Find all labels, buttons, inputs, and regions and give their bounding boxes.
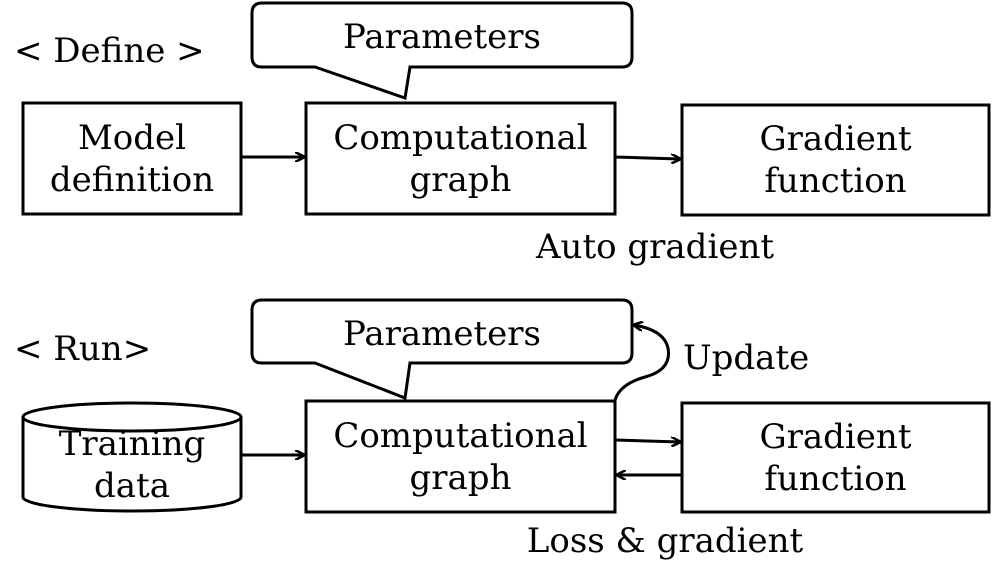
model-definition-text: Model definition <box>23 103 241 214</box>
run-parameters-label: Parameters <box>343 314 541 354</box>
run-graph-line1: Computational <box>333 415 588 456</box>
update-label: Update <box>683 338 810 378</box>
model-definition-line2: definition <box>49 159 215 200</box>
run-graph-line2: graph <box>409 457 512 498</box>
auto-gradient-label: Auto gradient <box>536 227 774 267</box>
define-computational-graph-text: Computational graph <box>306 103 615 214</box>
update-curved-arrow <box>613 325 671 401</box>
run-gradient-function-box <box>680 401 991 514</box>
training-data-cylinder <box>21 401 243 513</box>
define-gradient-line1: Gradient <box>759 119 912 159</box>
training-data-line2: data <box>94 466 170 506</box>
run-section-label: < Run> <box>14 329 152 369</box>
run-gradient-line2: function <box>764 458 907 499</box>
run-gradient-line1: Gradient <box>759 416 912 457</box>
run-computational-graph-box <box>304 399 617 514</box>
run-gradient-function-text: Gradient function <box>682 403 989 512</box>
training-data-text: Training data <box>23 420 241 510</box>
define-parameters-bubble <box>250 1 634 100</box>
model-definition-line1: Model <box>77 117 187 158</box>
arrow-graph-to-gradient <box>614 157 680 159</box>
arrow-graph-to-gradient-run <box>614 440 680 442</box>
training-data-line1: Training <box>58 424 206 464</box>
define-gradient-line2: function <box>764 161 907 201</box>
define-graph-line1: Computational <box>333 117 588 158</box>
loss-gradient-label: Loss & gradient <box>526 521 804 561</box>
define-graph-line2: graph <box>409 159 512 200</box>
define-gradient-function-text: Gradient function <box>682 105 989 215</box>
run-computational-graph-text: Computational graph <box>306 401 615 512</box>
model-definition-box <box>21 101 243 216</box>
run-parameters-bubble <box>250 298 634 401</box>
define-gradient-function-box <box>680 103 991 217</box>
define-parameters-label: Parameters <box>343 17 541 57</box>
define-section-label: < Define > <box>14 31 205 71</box>
